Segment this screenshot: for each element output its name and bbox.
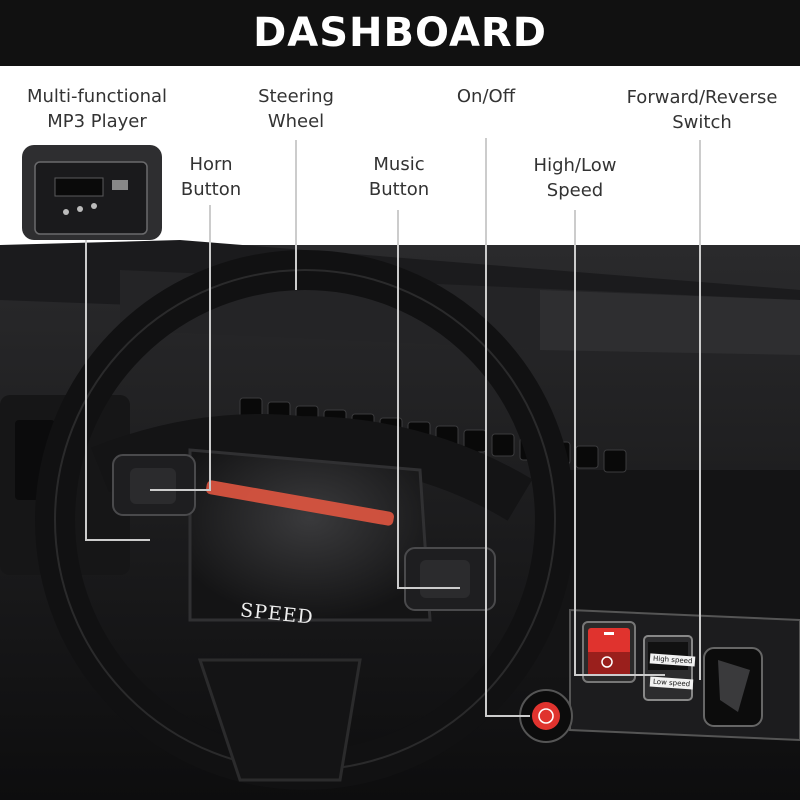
mp3-player-thumbnail xyxy=(22,145,162,240)
power-button[interactable] xyxy=(519,689,573,743)
label-speed-switch: High/Low Speed xyxy=(520,153,630,203)
label-line: Steering xyxy=(258,86,334,107)
horn-button[interactable] xyxy=(112,454,196,516)
power-rocker-switch[interactable] xyxy=(588,628,630,676)
label-line: Horn xyxy=(189,154,233,175)
label-music-button: Music Button xyxy=(358,152,440,202)
steering-wheel[interactable] xyxy=(35,250,575,790)
label-on-off: On/Off xyxy=(436,84,536,109)
label-line: Wheel xyxy=(267,111,325,132)
label-line: Switch xyxy=(672,112,732,133)
page-title: DASHBOARD xyxy=(253,10,547,56)
label-line: Music xyxy=(373,154,425,175)
label-line: Button xyxy=(180,179,242,200)
label-horn-button: Horn Button xyxy=(170,152,252,202)
label-line: Button xyxy=(368,179,430,200)
label-line: On/Off xyxy=(456,86,516,107)
label-forward-reverse: Forward/Reverse Switch xyxy=(612,85,792,135)
music-button[interactable] xyxy=(404,547,496,611)
label-mp3-player: Multi-functional MP3 Player xyxy=(22,84,172,134)
label-line: High/Low xyxy=(533,155,617,176)
label-steering-wheel: Steering Wheel xyxy=(246,84,346,134)
speed-rocker-switch[interactable] xyxy=(643,635,693,701)
header-bar: DASHBOARD xyxy=(0,0,800,66)
label-line: MP3 Player xyxy=(47,111,147,132)
leader-lines xyxy=(85,138,701,717)
label-line: Multi-functional xyxy=(26,86,168,107)
label-line: Speed xyxy=(546,180,604,201)
label-line: Forward/Reverse xyxy=(626,87,778,108)
forward-reverse-knob[interactable] xyxy=(703,647,763,727)
